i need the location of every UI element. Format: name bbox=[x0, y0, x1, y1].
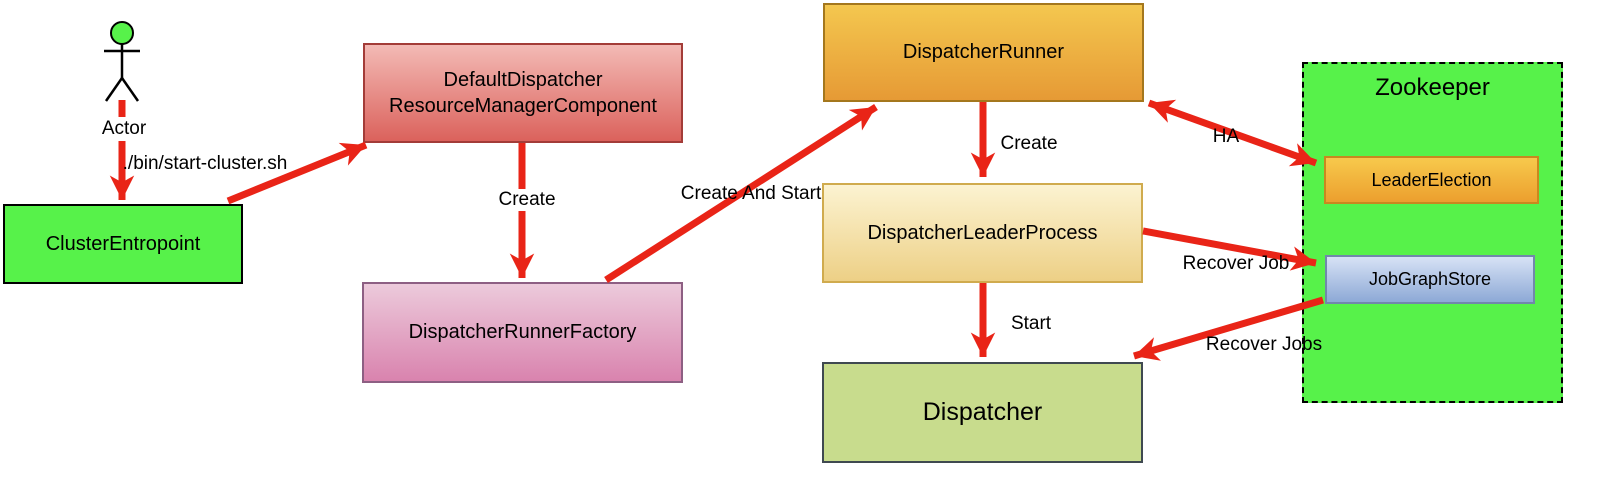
default-dispatcher-label: DefaultDispatcher ResourceManagerCompone… bbox=[389, 67, 657, 119]
default-dispatcher-label-line2: ResourceManagerComponent bbox=[389, 95, 657, 117]
dispatcher-leader-process-label: DispatcherLeaderProcess bbox=[867, 221, 1098, 244]
recover-job-label: Recover Job bbox=[1182, 253, 1290, 274]
leader-election-label: LeaderElection bbox=[1371, 169, 1492, 190]
dispatcher-runner-factory-label: DispatcherRunnerFactory bbox=[408, 321, 637, 343]
dispatcher-label: Dispatcher bbox=[922, 398, 1043, 426]
create-factory-label: Create bbox=[495, 189, 559, 211]
node-dispatcher-leader-process: DispatcherLeaderProcess bbox=[822, 183, 1143, 283]
node-dispatcher-runner-factory: DispatcherRunnerFactory bbox=[362, 282, 683, 383]
actor-figure-icon bbox=[104, 21, 140, 102]
actor-label: Actor bbox=[101, 118, 147, 139]
create-leader-label: Create bbox=[1000, 133, 1058, 154]
ha-label: HA bbox=[1212, 126, 1240, 147]
node-job-graph-store: JobGraphStore bbox=[1325, 255, 1535, 304]
dispatcher-runner-label: DispatcherRunner bbox=[902, 41, 1065, 63]
create-and-start-label: Create And Start bbox=[680, 183, 822, 204]
recover-jobs-label: Recover Jobs bbox=[1205, 334, 1323, 355]
node-leader-election: LeaderElection bbox=[1324, 156, 1539, 204]
start-script-label: ./bin/start-cluster.sh bbox=[122, 153, 288, 174]
node-zookeeper-group: Zookeeper LeaderElection JobGraphStore bbox=[1302, 62, 1563, 403]
actor-leg-right bbox=[120, 77, 140, 102]
node-default-dispatcher-resource-manager-component: DefaultDispatcher ResourceManagerCompone… bbox=[363, 43, 683, 143]
cluster-entrypoint-label: ClusterEntropoint bbox=[45, 232, 201, 255]
default-dispatcher-label-line1: DefaultDispatcher bbox=[443, 69, 603, 91]
node-dispatcher: Dispatcher bbox=[822, 362, 1143, 463]
job-graph-store-label: JobGraphStore bbox=[1368, 269, 1492, 289]
node-dispatcher-runner: DispatcherRunner bbox=[823, 3, 1144, 102]
start-label: Start bbox=[1010, 313, 1052, 334]
actor-head bbox=[110, 21, 134, 45]
actor-leg-left bbox=[104, 77, 124, 102]
zookeeper-title: Zookeeper bbox=[1375, 74, 1490, 101]
node-cluster-entrypoint: ClusterEntropoint bbox=[3, 204, 243, 284]
